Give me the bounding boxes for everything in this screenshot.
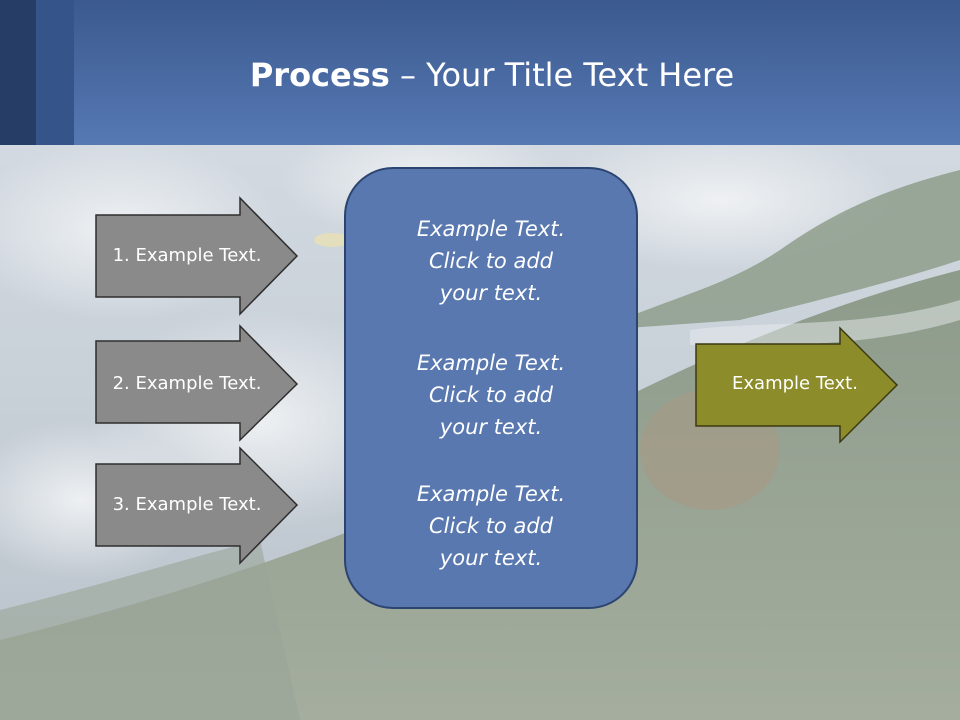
center-block-3: Example Text. Click to add your text. — [345, 478, 637, 574]
header-accent-dark — [0, 0, 36, 145]
input-arrow-1-label: 1. Example Text. — [112, 245, 262, 266]
center-block-2: Example Text. Click to add your text. — [345, 347, 637, 443]
center-block-line: Click to add — [428, 249, 553, 273]
center-block-line: Click to add — [428, 514, 553, 538]
title-bold-text: Process — [249, 56, 390, 94]
input-arrow-2-label: 2. Example Text. — [112, 373, 262, 394]
input-arrow-1[interactable] — [95, 196, 299, 316]
output-arrow-label: Example Text. — [732, 373, 858, 394]
center-process-box[interactable] — [344, 167, 638, 609]
header-accent-mid — [36, 0, 74, 145]
slide-title[interactable]: Process – Your Title Text Here — [0, 52, 960, 98]
input-arrow-3-label: 3. Example Text. — [112, 494, 262, 515]
title-rest-text: – Your Title Text Here — [389, 56, 735, 94]
center-block-line: your text. — [439, 281, 543, 305]
center-block-line: Example Text. — [416, 482, 566, 506]
center-block-line: Click to add — [428, 383, 553, 407]
header-bar: Process – Your Title Text Here — [0, 0, 960, 145]
output-arrow[interactable] — [695, 326, 899, 444]
input-arrow-3[interactable] — [95, 446, 299, 565]
center-block-line: your text. — [439, 546, 543, 570]
center-block-line: Example Text. — [416, 351, 566, 375]
input-arrow-2[interactable] — [95, 324, 299, 442]
center-block-line: your text. — [439, 415, 543, 439]
center-block-line: Example Text. — [416, 217, 566, 241]
center-block-1: Example Text. Click to add your text. — [345, 213, 637, 309]
